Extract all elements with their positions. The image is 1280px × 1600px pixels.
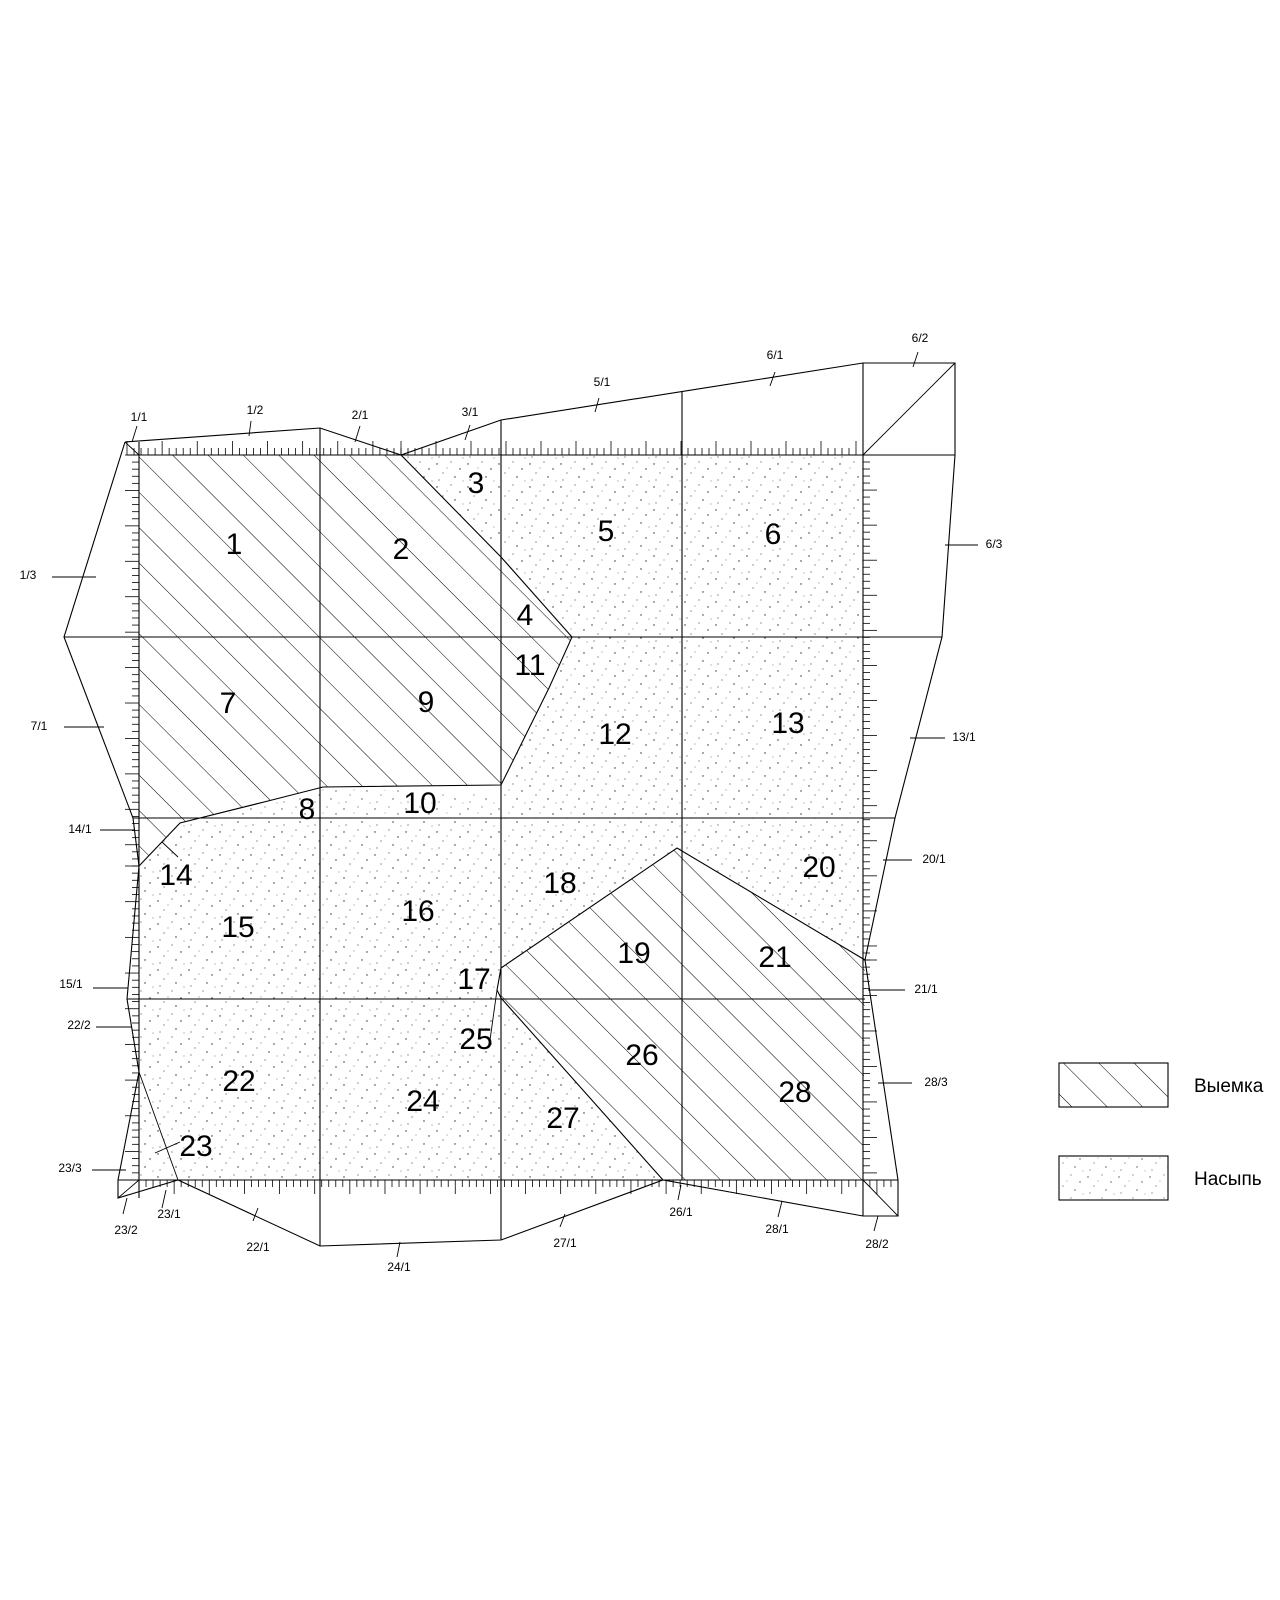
slope-label-2-1: 2/1 (352, 408, 369, 422)
cell-label-16: 16 (401, 895, 434, 928)
slope-label-20-1: 20/1 (922, 852, 946, 866)
slope-label-5-1: 5/1 (594, 375, 611, 389)
cell-label-8: 8 (299, 793, 316, 826)
cell-label-18: 18 (543, 867, 576, 900)
slope-label-14-1: 14/1 (68, 822, 92, 836)
slope-label-22-2: 22/2 (67, 1018, 91, 1032)
cell-label-1: 1 (226, 528, 243, 561)
cell-label-23: 23 (179, 1130, 212, 1163)
slope-label-6-2: 6/2 (912, 331, 929, 345)
cell-label-7: 7 (220, 687, 237, 720)
slope-label-28-2: 28/2 (865, 1237, 889, 1251)
cell-label-3: 3 (468, 467, 485, 500)
cell-label-2: 2 (393, 533, 410, 566)
slope-label-7-1: 7/1 (31, 719, 48, 733)
cell-label-24: 24 (406, 1085, 439, 1118)
slope-label-23-3: 23/3 (58, 1161, 82, 1175)
slope-ticks (125, 441, 899, 1194)
cell-label-4: 4 (517, 599, 534, 632)
cell-label-12: 12 (598, 718, 631, 751)
slope-label-6-1: 6/1 (767, 348, 784, 362)
slope-label-28-1: 28/1 (765, 1222, 789, 1236)
cell-label-14: 14 (159, 859, 192, 892)
fill-zone-middle-right (501, 818, 863, 968)
legend: Выемка Насыпь (1058, 1062, 1264, 1201)
slope-label-21-1: 21/1 (914, 982, 938, 996)
slope-label-1-3: 1/3 (20, 568, 37, 582)
cell-label-19: 19 (617, 937, 650, 970)
slope-label-3-1: 3/1 (462, 405, 479, 419)
cell-label-26: 26 (625, 1039, 658, 1072)
slope-label-28-3: 28/3 (924, 1075, 948, 1089)
cell-labels: 1 2 3 4 5 6 7 8 9 10 11 12 13 14 15 16 1… (159, 467, 835, 1163)
slope-label-23-1: 23/1 (157, 1207, 181, 1221)
cut-zone-lower-right-hatch (501, 848, 865, 1180)
cut-zone-upper-left-hatch (139, 455, 572, 866)
legend-cut-label: Выемка (1194, 1076, 1264, 1097)
slope-label-1-1: 1/1 (131, 410, 148, 424)
cell-label-22: 22 (222, 1065, 255, 1098)
slope-label-23-2: 23/2 (114, 1223, 138, 1237)
slope-label-22-1: 22/1 (246, 1240, 270, 1254)
cell-label-17: 17 (457, 963, 490, 996)
slope-label-27-1: 27/1 (553, 1236, 577, 1250)
legend-fill-swatch (1058, 1155, 1169, 1201)
cell-label-13: 13 (771, 707, 804, 740)
slope-label-24-1: 24/1 (387, 1260, 411, 1274)
slope-outline (63, 362, 956, 1247)
zero-lines (138, 454, 866, 1181)
slope-label-26-1: 26/1 (669, 1205, 693, 1219)
slope-label-1-2: 1/2 (247, 403, 264, 417)
cell-label-5: 5 (598, 515, 615, 548)
cell-label-11: 11 (514, 649, 545, 682)
slope-label-13-1: 13/1 (952, 730, 976, 744)
cell-label-15: 15 (221, 911, 254, 944)
cell-label-21: 21 (758, 941, 791, 974)
cut-zones (139, 455, 865, 1180)
legend-fill-label: Насыпь (1194, 1169, 1262, 1190)
cell-label-27: 27 (546, 1102, 579, 1135)
slope-label-6-3: 6/3 (986, 537, 1003, 551)
cell-label-9: 9 (418, 686, 435, 719)
legend-cut-swatch-hatch (1059, 1063, 1168, 1107)
cell-label-6: 6 (765, 518, 782, 551)
cell-label-10: 10 (403, 787, 436, 820)
cell-label-25: 25 (459, 1023, 492, 1056)
cell-label-20: 20 (802, 851, 835, 884)
cell-label-28: 28 (778, 1076, 811, 1109)
slope-label-15-1: 15/1 (59, 977, 83, 991)
slope-leaders (52, 351, 978, 1258)
slope-labels: 1/1 1/2 1/3 2/1 3/1 5/1 6/1 6/2 6/3 7/1 … (20, 331, 1003, 1274)
